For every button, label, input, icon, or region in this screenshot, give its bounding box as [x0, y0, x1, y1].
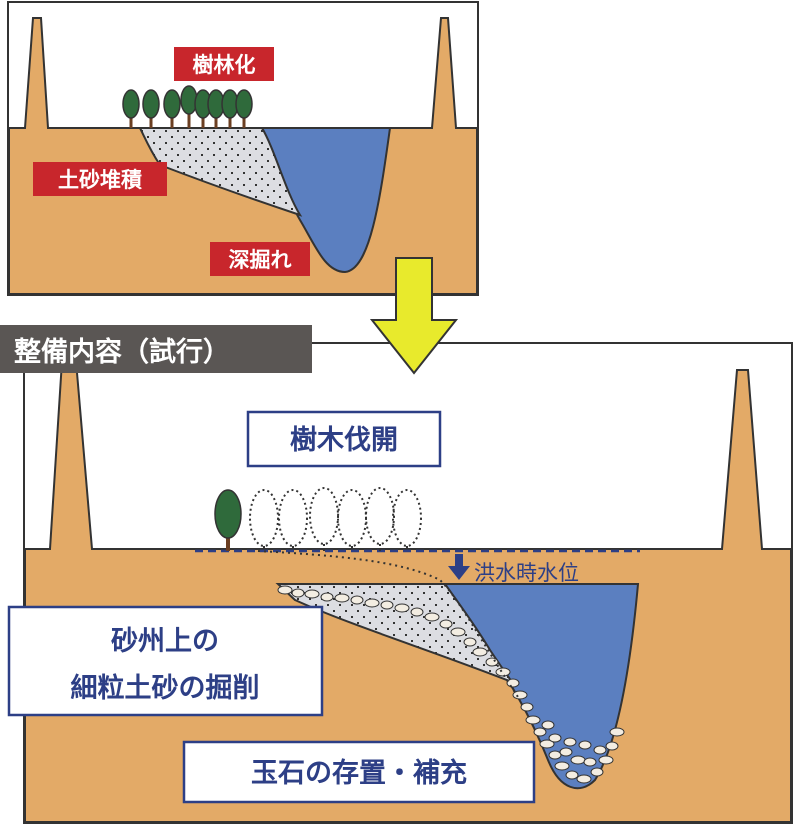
bottom-cross-section: 洪水時水位 整備内容（試行） 樹木伐開 砂州上の 細粒土砂の掘削 玉石の存置・補… [0, 325, 793, 824]
top-cross-section: 樹林化 土砂堆積 深掘れ [7, 1, 479, 296]
flood-level-down-arrow [448, 554, 470, 580]
top-trees [122, 85, 253, 128]
label-afforestation: 樹林化 [174, 47, 274, 81]
label-cobble-placement: 玉石の存置・補充 [182, 740, 536, 804]
label-sedimentation: 土砂堆積 [33, 162, 167, 196]
label-scouring: 深掘れ [210, 242, 310, 276]
label-afforestation-text: 樹林化 [193, 53, 256, 77]
label-fine-sediment-line1: 砂州上の [111, 626, 219, 657]
label-sedimentation-text: 土砂堆積 [58, 168, 143, 192]
section-header-text: 整備内容（試行） [14, 336, 230, 368]
label-fine-sediment-excavation: 砂州上の 細粒土砂の掘削 [7, 605, 324, 717]
transition-arrow [369, 257, 459, 375]
section-header: 整備内容（試行） [0, 325, 312, 373]
remaining-tree [214, 489, 242, 551]
cobble-stones [277, 585, 625, 784]
flood-water-level-label: 洪水時水位 [474, 561, 579, 585]
label-cobble-placement-text: 玉石の存置・補充 [251, 757, 467, 789]
label-tree-felling: 樹木伐開 [246, 410, 442, 468]
label-tree-felling-text: 樹木伐開 [290, 425, 398, 456]
label-fine-sediment-line2: 細粒土砂の掘削 [71, 673, 260, 704]
felled-trees-outline [249, 487, 422, 551]
label-scouring-text: 深掘れ [229, 248, 292, 272]
top-sediment-deposit [138, 127, 303, 217]
